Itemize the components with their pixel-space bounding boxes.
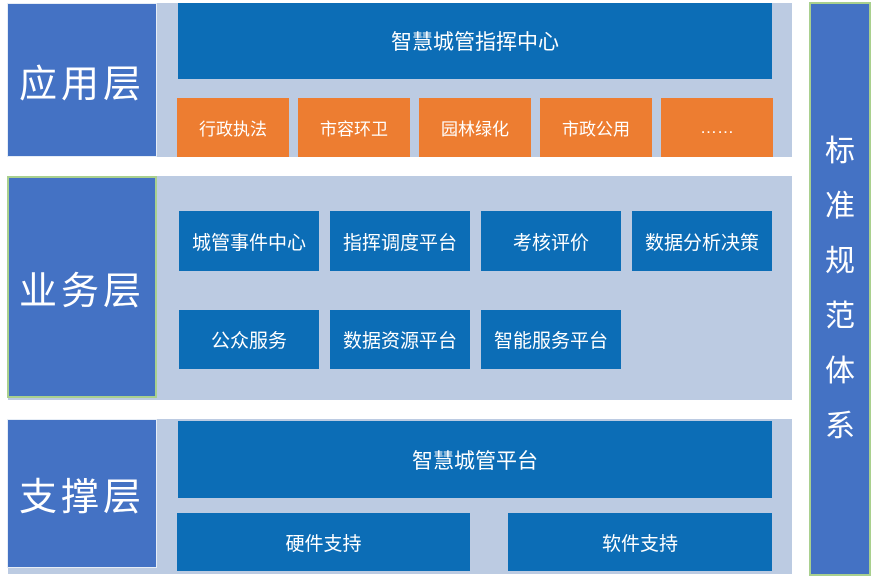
hardware-support-box: 硬件支持 bbox=[177, 513, 470, 571]
software-support-box: 软件支持 bbox=[508, 513, 772, 571]
application-item: 行政执法 bbox=[177, 98, 289, 157]
business-item: 公众服务 bbox=[179, 310, 319, 369]
business-item: 数据资源平台 bbox=[330, 310, 470, 369]
business-layer-label: 业务层 bbox=[7, 176, 157, 398]
application-item: 市政公用 bbox=[540, 98, 652, 157]
standards-bar-char: 规 bbox=[825, 245, 855, 278]
standards-bar-char: 准 bbox=[825, 190, 855, 223]
business-item: 智能服务平台 bbox=[481, 310, 621, 369]
business-item: 数据分析决策 bbox=[632, 211, 772, 271]
application-items-row: 行政执法 市容环卫 园林绿化 市政公用 …… bbox=[177, 98, 773, 157]
standards-bar-char: 范 bbox=[825, 300, 855, 333]
standards-bar-char: 系 bbox=[825, 410, 855, 443]
support-layer-label: 支撑层 bbox=[7, 419, 157, 568]
business-item: 指挥调度平台 bbox=[330, 211, 470, 271]
standards-bar-char: 标 bbox=[825, 135, 855, 168]
business-item: 考核评价 bbox=[481, 211, 621, 271]
application-layer-label: 应用层 bbox=[7, 3, 157, 157]
business-layer-band: 业务层 城管事件中心 指挥调度平台 考核评价 数据分析决策 公众服务 数据资源平… bbox=[7, 176, 792, 400]
support-layer-band: 支撑层 智慧城管平台 硬件支持 软件支持 bbox=[7, 419, 792, 574]
application-layer-band: 应用层 智慧城管指挥中心 行政执法 市容环卫 园林绿化 市政公用 …… bbox=[7, 3, 792, 157]
application-item-ellipsis: …… bbox=[661, 98, 773, 157]
business-items-row-2: 公众服务 数据资源平台 智能服务平台 bbox=[179, 310, 621, 369]
command-center-box: 智慧城管指挥中心 bbox=[178, 3, 772, 79]
business-items-row-1: 城管事件中心 指挥调度平台 考核评价 数据分析决策 bbox=[179, 211, 772, 271]
platform-box: 智慧城管平台 bbox=[178, 421, 772, 498]
standards-system-bar: 标 准 规 范 体 系 bbox=[809, 2, 871, 576]
application-item: 园林绿化 bbox=[419, 98, 531, 157]
standards-bar-char: 体 bbox=[825, 355, 855, 388]
application-item: 市容环卫 bbox=[298, 98, 410, 157]
business-item: 城管事件中心 bbox=[179, 211, 319, 271]
